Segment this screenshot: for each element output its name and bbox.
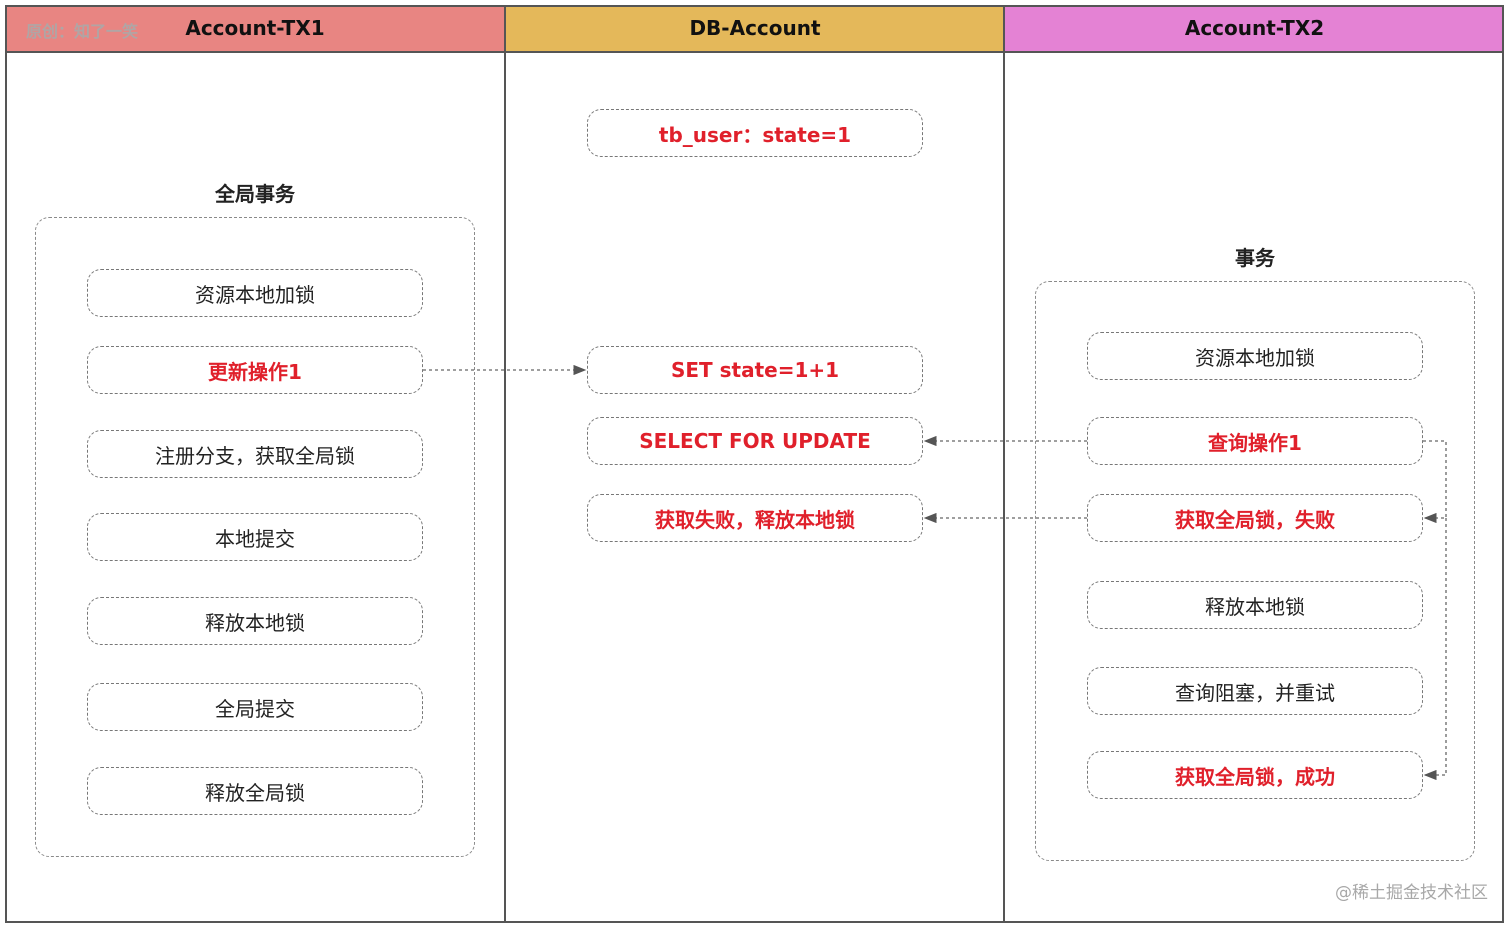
lane-header-db: DB-Account (505, 5, 1005, 53)
tx1-group-title: 全局事务 (215, 182, 295, 206)
tx1-step-update: 更新操作1 (87, 346, 423, 394)
watermark-top: 原创：知了一笑 (26, 22, 139, 41)
db-set-state: SET state=1+1 (587, 346, 923, 394)
tx1-step-release-global-lock: 释放全局锁 (87, 767, 423, 815)
lane-title-tx1: Account-TX1 (185, 16, 325, 40)
tx2-group-box (1035, 281, 1475, 861)
lane-title-db: DB-Account (689, 16, 821, 40)
tx2-step-query-blocked-retry: 查询阻塞，并重试 (1087, 667, 1423, 715)
tx2-step-lock-local: 资源本地加锁 (1087, 332, 1423, 380)
diagram-frame (5, 5, 1504, 923)
arrow-query-to-fail (1423, 440, 1447, 524)
lane-divider-1 (504, 5, 506, 923)
tx1-step-register-branch: 注册分支，获取全局锁 (87, 430, 423, 478)
tx2-step-release-local-lock: 释放本地锁 (1087, 581, 1423, 629)
watermark-bottom: @稀土掘金技术社区 (1335, 883, 1488, 903)
lane-header-tx1: Account-TX1 (5, 5, 505, 53)
tx1-group-box (35, 217, 475, 857)
tx1-step-global-commit: 全局提交 (87, 683, 423, 731)
tx1-step-local-commit: 本地提交 (87, 513, 423, 561)
tx2-step-query: 查询操作1 (1087, 417, 1423, 465)
lane-header-tx2: Account-TX2 (1005, 5, 1504, 53)
tx2-step-global-lock-fail: 获取全局锁，失败 (1087, 494, 1423, 542)
db-select-for-update: SELECT FOR UPDATE (587, 417, 923, 465)
db-table-state: tb_user：state=1 (587, 109, 923, 157)
db-fail-release-lock: 获取失败，释放本地锁 (587, 494, 923, 542)
tx1-step-lock-local: 资源本地加锁 (87, 269, 423, 317)
arrow-retry-to-success (1423, 518, 1447, 781)
tx2-group-title: 事务 (1235, 246, 1275, 270)
lane-divider-2 (1003, 5, 1005, 923)
lane-title-tx2: Account-TX2 (1184, 16, 1325, 40)
tx1-step-release-local-lock: 释放本地锁 (87, 597, 423, 645)
tx2-step-global-lock-success: 获取全局锁，成功 (1087, 751, 1423, 799)
